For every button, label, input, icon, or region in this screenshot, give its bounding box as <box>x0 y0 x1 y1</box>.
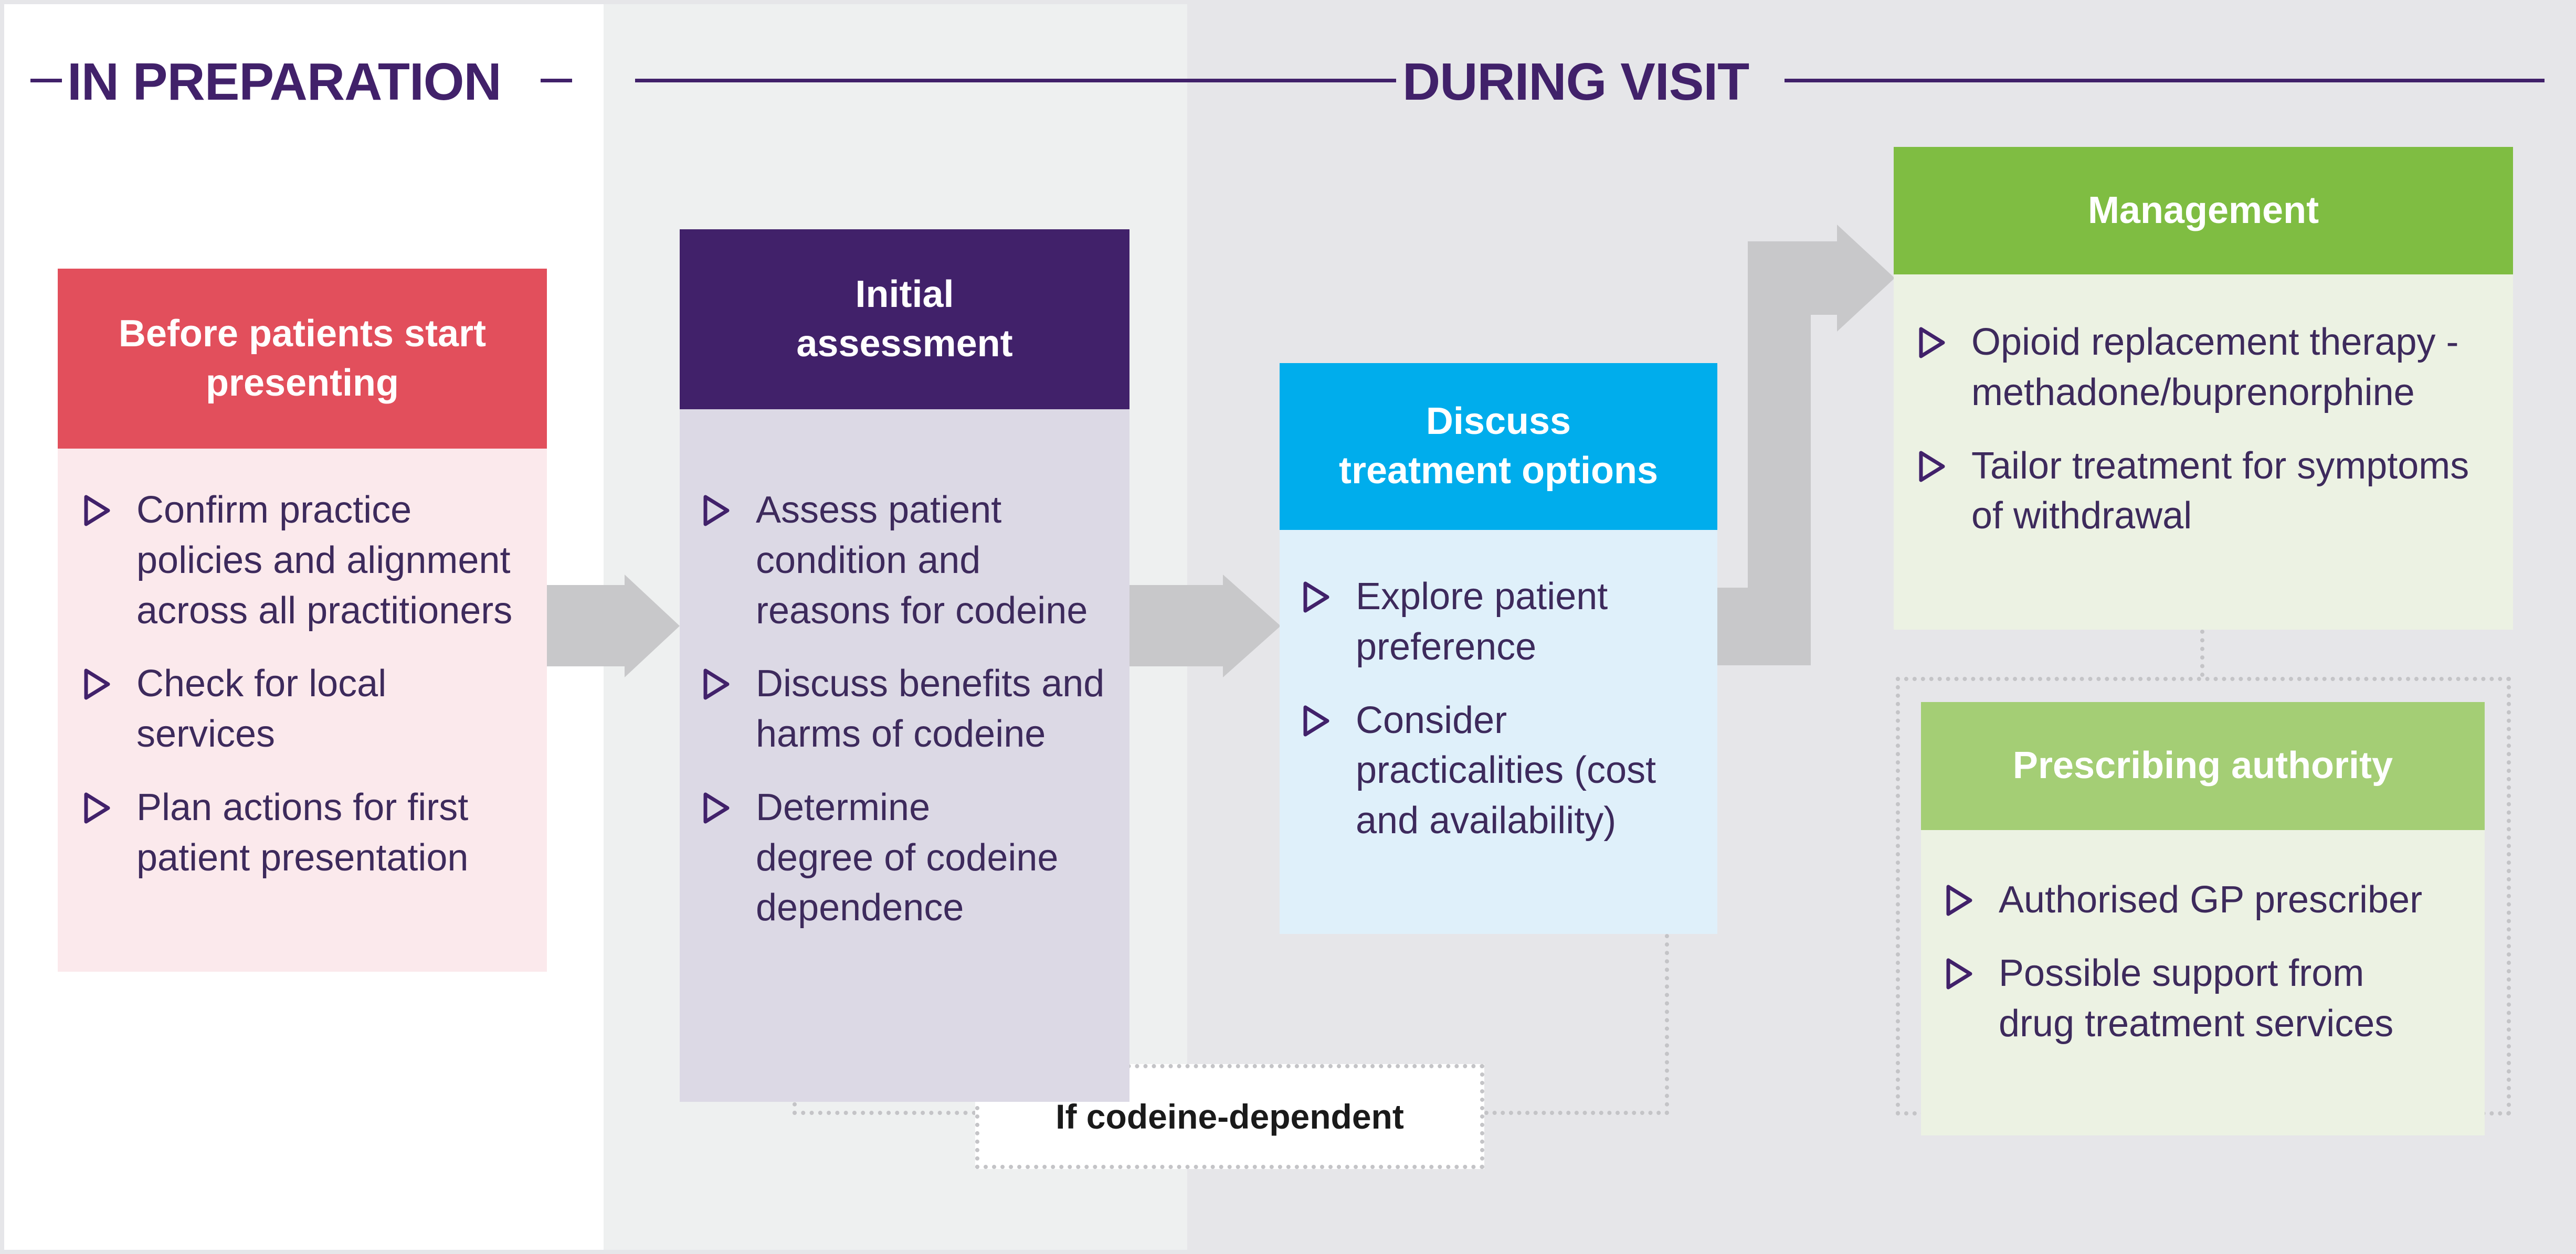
list-item: Opioid replacement therapy - methadone/b… <box>1919 317 2503 418</box>
prescribing-authority-title: Prescribing authority <box>1921 702 2485 830</box>
prescribing-authority-body: Authorised GP prescriber Possible suppor… <box>1921 830 2485 1135</box>
initial-assessment-body: Assess patient condition and reasons for… <box>680 409 1129 1102</box>
list-item: Assess patient condition and reasons for… <box>703 485 1119 636</box>
connector-line <box>1665 892 1669 1115</box>
list-item-text: Check for local services <box>136 663 387 755</box>
before-patients-title: Before patients start presenting <box>58 269 547 449</box>
discuss-treatment-title: Discuss treatment options <box>1280 363 1717 530</box>
management-title: Management <box>1894 147 2513 274</box>
right-arrow-icon <box>1716 225 1895 665</box>
triangle-bullet-icon <box>84 668 110 700</box>
header-in-preparation: IN PREPARATION <box>67 52 502 111</box>
connector-line <box>1484 1111 1669 1115</box>
discuss-treatment-card: Discuss treatment options Explore patien… <box>1280 363 1717 934</box>
header-rule-left <box>30 79 62 82</box>
list-item-text: Consider practicalities (cost and availa… <box>1356 699 1656 842</box>
list-item-text: Authorised GP prescriber <box>1999 879 2423 921</box>
list-item: Discuss benefits and harms of codeine <box>703 659 1119 760</box>
triangle-bullet-icon <box>703 792 730 824</box>
triangle-bullet-icon <box>1946 885 1972 916</box>
connector-line <box>793 1111 976 1115</box>
triangle-bullet-icon <box>703 668 730 700</box>
management-card: Management Opioid replacement therapy - … <box>1894 147 2513 630</box>
triangle-bullet-icon <box>1303 705 1329 736</box>
list-item: Explore patient preference <box>1303 572 1707 673</box>
list-item: Confirm practice policies and alignment … <box>84 485 531 636</box>
prescribing-authority-card: Prescribing authority Authorised GP pres… <box>1921 702 2485 1135</box>
list-item: Possible support from drug treatment ser… <box>1946 949 2474 1049</box>
list-item-text: Assess patient condition and reasons for… <box>756 489 1088 632</box>
list-item: Tailor treatment for symptoms of withdra… <box>1919 441 2503 542</box>
triangle-bullet-icon <box>84 495 110 526</box>
triangle-bullet-icon <box>703 495 730 526</box>
list-item-text: Possible support from drug treatment ser… <box>1999 952 2394 1045</box>
codeine-dependent-label: If codeine-dependent <box>975 1064 1484 1169</box>
list-item: Determine degree of codeine dependence <box>703 783 1119 933</box>
list-item-text: Explore patient preference <box>1356 576 1608 668</box>
header-rule-left <box>635 79 1396 82</box>
list-item-text: Discuss benefits and harms of codeine <box>756 663 1105 755</box>
header-during-visit: DURING VISIT <box>1402 52 1749 111</box>
list-item: Consider practicalities (cost and availa… <box>1303 696 1707 846</box>
initial-assessment-card: Initial assessment Assess patient condit… <box>680 229 1129 1102</box>
list-item: Check for local services <box>84 659 531 760</box>
triangle-bullet-icon <box>1919 327 1945 358</box>
before-patients-card: Before patients start presenting Confirm… <box>58 269 547 972</box>
triangle-bullet-icon <box>1946 958 1972 990</box>
list-item-text: Opioid replacement therapy - methadone/b… <box>1971 321 2459 413</box>
header-rule-right <box>1785 79 2545 82</box>
list-item-text: Tailor treatment for symptoms of withdra… <box>1971 444 2469 537</box>
list-item: Authorised GP prescriber <box>1946 875 2474 926</box>
management-body: Opioid replacement therapy - methadone/b… <box>1894 274 2513 630</box>
right-arrow-icon <box>1129 575 1281 677</box>
triangle-bullet-icon <box>84 792 110 824</box>
triangle-bullet-icon <box>1919 451 1945 482</box>
right-arrow-icon <box>546 575 680 677</box>
list-item-text: Determine degree of codeine dependence <box>756 786 1059 929</box>
list-item: Plan actions for first patient presentat… <box>84 783 531 884</box>
discuss-treatment-body: Explore patient preference Consider prac… <box>1280 530 1717 934</box>
initial-assessment-title: Initial assessment <box>680 229 1129 409</box>
list-item-text: Plan actions for first patient presentat… <box>136 786 469 879</box>
triangle-bullet-icon <box>1303 581 1329 613</box>
before-patients-body: Confirm practice policies and alignment … <box>58 449 547 972</box>
list-item-text: Confirm practice policies and alignment … <box>136 489 513 632</box>
header-rule-right <box>541 79 572 82</box>
connector-line <box>2200 587 2204 677</box>
